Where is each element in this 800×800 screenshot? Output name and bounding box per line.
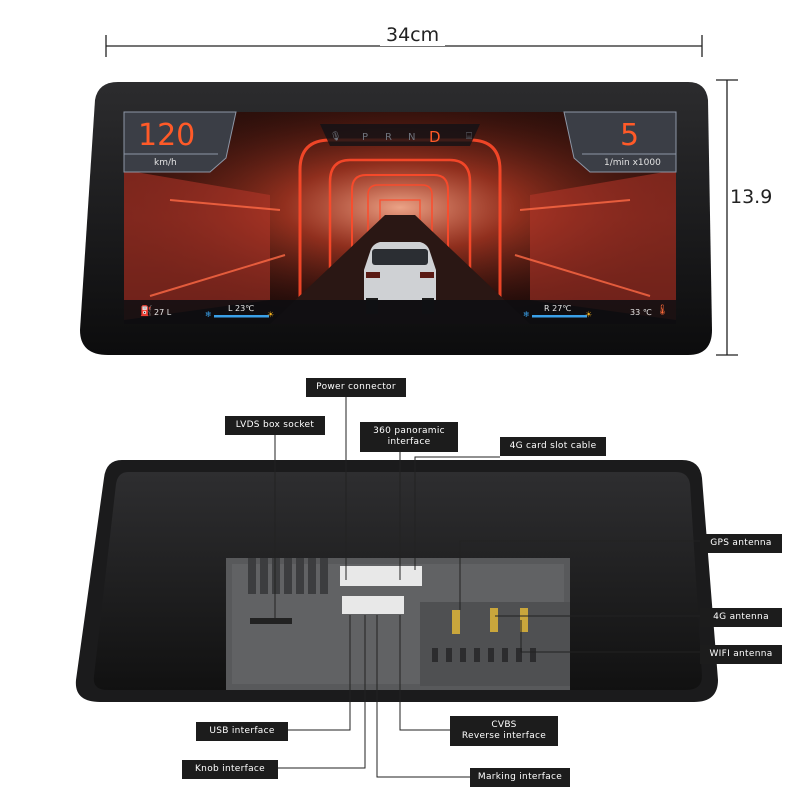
fuel-level: 27 L (154, 308, 172, 317)
gear-r: R (385, 132, 392, 143)
label-360-panoramic: 360 panoramic interface (360, 422, 458, 452)
gear-n: N (408, 132, 416, 143)
mic-icon: 🎙 (330, 132, 342, 142)
snowflake-icon-left: ❄ (205, 310, 212, 319)
label-4g-card-slot: 4G card slot cable (500, 437, 606, 456)
gear-p: P (362, 132, 369, 143)
label-power-connector: Power connector (306, 378, 406, 397)
left-climate: L 23℃ (228, 304, 255, 313)
thermometer-icon: 🌡 (656, 305, 669, 316)
outside-temp: 33 ℃ (630, 308, 652, 317)
width-dimension: 34cm (380, 24, 446, 46)
label-lvds-box-socket: LVDS box socket (225, 416, 325, 435)
label-marking-interface: Marking interface (470, 768, 570, 787)
rear-housing (75, 460, 718, 702)
label-wifi-antenna: WIFI antenna (700, 645, 782, 664)
height-dimension: 13.9 (730, 186, 773, 208)
rpm-value: 5 (620, 118, 640, 153)
speed-value: 120 (138, 118, 196, 153)
label-usb-interface: USB interface (196, 722, 288, 741)
label-gps-antenna: GPS antenna (700, 534, 782, 553)
gear-d-active: D (429, 128, 441, 146)
label-4g-antenna: 4G antenna (700, 608, 782, 627)
camera-icon: ⌸ (466, 131, 472, 142)
sun-icon-left: ☀ (267, 310, 275, 319)
fuel-icon: ⛽ (140, 306, 153, 317)
sun-icon-right: ☀ (585, 310, 593, 319)
right-climate: R 27℃ (544, 304, 572, 313)
label-cvbs-reverse: CVBS Reverse interface (450, 716, 558, 746)
snowflake-icon-right: ❄ (523, 310, 530, 319)
label-knob-interface: Knob interface (182, 760, 278, 779)
display-bezel (80, 82, 712, 355)
rpm-unit: 1/min x1000 (604, 158, 661, 168)
speed-unit: km/h (154, 158, 177, 168)
